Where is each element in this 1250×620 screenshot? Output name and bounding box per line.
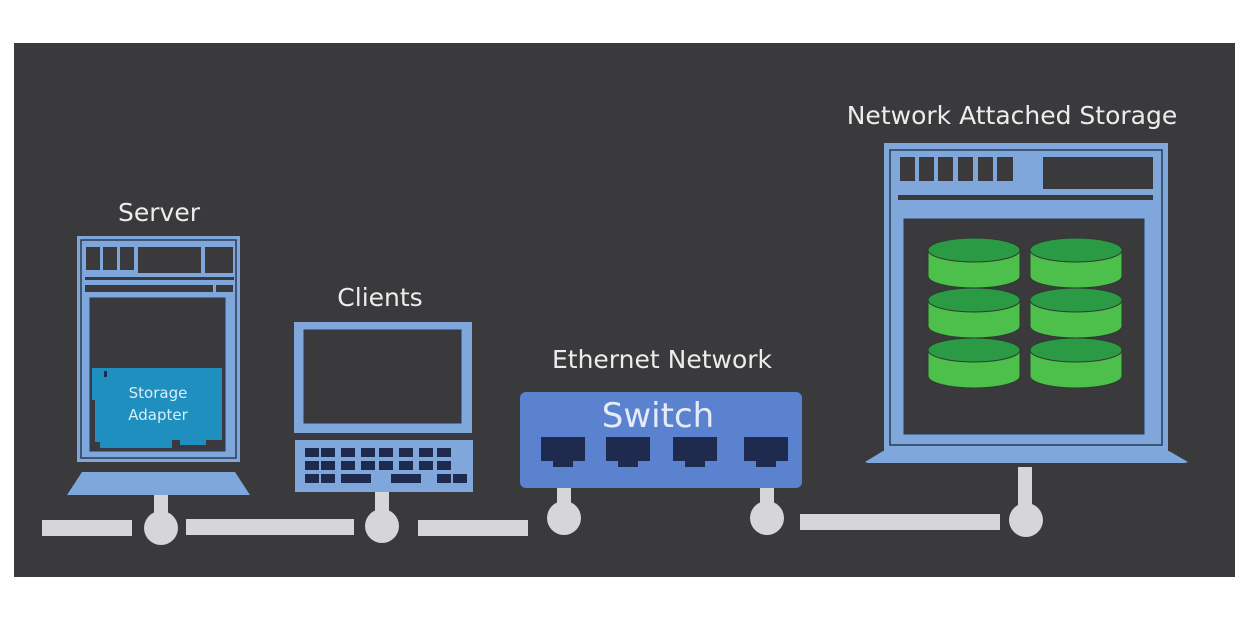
keyboard-key: [379, 461, 393, 470]
ethernet-port-icon[interactable]: [744, 437, 788, 467]
cable-segment-client-switch: [418, 520, 528, 536]
ethernet-port-icon[interactable]: [541, 437, 585, 467]
switch-right-connector-node: [750, 501, 784, 535]
keyboard-key: [361, 448, 375, 457]
server-status-led: [216, 285, 233, 292]
ethernet-port-icon[interactable]: [606, 437, 650, 467]
database-disk-icon: [927, 337, 1021, 389]
nas-drive-bays: [900, 157, 1013, 181]
nas-label: Network Attached Storage: [847, 101, 1178, 130]
keyboard-key: [399, 448, 413, 457]
diagram-panel: Server Storage Adapter Clients: [14, 43, 1235, 577]
nas-base-foot: [865, 451, 1188, 462]
keyboard-key: [453, 474, 467, 483]
server-panel-slot: [205, 247, 233, 273]
database-disk-icon: [927, 237, 1021, 289]
client-device[interactable]: Clients: [294, 283, 473, 492]
clients-label: Clients: [337, 283, 422, 312]
keyboard-key: [437, 448, 451, 457]
server-drive-bay: [120, 247, 134, 270]
keyboard-key: [379, 448, 393, 457]
database-disk-icon: [1029, 287, 1123, 339]
keyboard-keys: [305, 448, 467, 483]
switch-device-text: Switch: [602, 396, 714, 436]
server-label: Server: [118, 198, 201, 227]
keyboard-key: [341, 461, 355, 470]
keyboard-key: [361, 461, 375, 470]
server-base: [67, 472, 250, 495]
server-drive-bay: [86, 247, 100, 270]
switch-body: [520, 392, 802, 488]
nas-chassis-inner: [889, 149, 1163, 446]
server-device[interactable]: Server Storage Adapter: [67, 198, 250, 495]
keyboard-key: [341, 474, 371, 483]
keyboard-key: [391, 474, 421, 483]
adapter-notch: [104, 371, 107, 377]
storage-adapter-card[interactable]: Storage Adapter: [92, 368, 222, 448]
client-screen: [303, 329, 462, 424]
keyboard-key: [341, 448, 355, 457]
keyboard-key: [305, 461, 319, 470]
ethernet-port-icon[interactable]: [673, 437, 717, 467]
adapter-label-line2: Adapter: [128, 406, 188, 424]
nas-device[interactable]: Network Attached Storage: [847, 101, 1188, 463]
cable-segment-left: [42, 520, 132, 536]
nas-panel-display: [1043, 157, 1153, 189]
nas-disk-stacks: [927, 237, 1123, 389]
nas-drop-cable: [1018, 467, 1032, 513]
diagram-canvas: Server Storage Adapter Clients: [42, 101, 1188, 545]
keyboard-key: [419, 461, 433, 470]
keyboard-key: [321, 461, 335, 470]
keyboard-key: [437, 474, 451, 483]
keyboard-key: [399, 461, 413, 470]
keyboard-key: [321, 448, 335, 457]
keyboard-key: [437, 461, 451, 470]
server-divider: [85, 277, 234, 280]
keyboard-key: [419, 448, 433, 457]
client-connector-node: [365, 509, 399, 543]
server-drive-bay: [103, 247, 117, 270]
ethernet-switch-device[interactable]: Ethernet Network Switch: [520, 345, 802, 488]
server-connector-node: [144, 511, 178, 545]
database-disk-icon: [1029, 237, 1123, 289]
cable-segment-server-client: [186, 519, 354, 535]
cable-segment-switch-nas: [800, 514, 1000, 530]
server-chassis-inner: [80, 239, 237, 459]
adapter-label-line1: Storage: [129, 384, 188, 402]
switch-left-connector-node: [547, 501, 581, 535]
keyboard-key: [321, 474, 335, 483]
ethernet-network-label: Ethernet Network: [552, 345, 773, 374]
server-panel-display: [138, 247, 201, 273]
database-disk-icon: [927, 287, 1021, 339]
keyboard-key: [305, 448, 319, 457]
nas-divider: [898, 195, 1153, 200]
database-disk-icon: [1029, 337, 1123, 389]
server-status-bar: [85, 285, 213, 292]
keyboard-key: [305, 474, 319, 483]
nas-connector-node: [1009, 503, 1043, 537]
switch-ports: [541, 437, 788, 467]
